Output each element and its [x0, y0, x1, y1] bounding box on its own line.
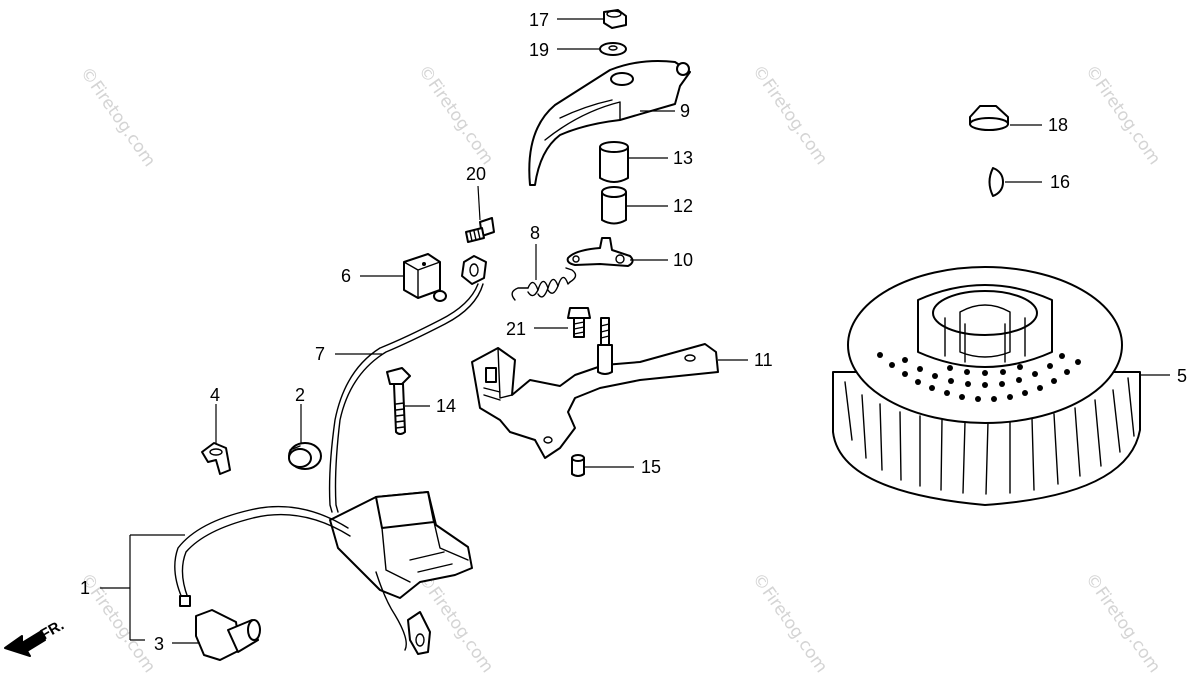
- callout-16: 16: [1050, 172, 1070, 192]
- collar-12-part[interactable]: [601, 186, 627, 225]
- callout-7: 7: [315, 344, 325, 364]
- callout-20: 20: [466, 164, 486, 184]
- callout-labels: 17 19 9 13 12 10 8 21 11 15 20 6 7 14 4 …: [80, 10, 1187, 654]
- leader-lines: [100, 18, 1170, 644]
- ignition-coil-part[interactable]: [329, 491, 473, 655]
- watermark: ©Firetog.com: [76, 63, 159, 170]
- callout-18: 18: [1048, 115, 1068, 135]
- callout-3: 3: [154, 634, 164, 654]
- grommet-2-part[interactable]: [288, 442, 322, 470]
- nut-17-part[interactable]: [603, 9, 627, 29]
- watermark: ©Firetog.com: [748, 61, 831, 168]
- washer-19-part[interactable]: [599, 42, 627, 56]
- flywheel-part[interactable]: [832, 266, 1141, 506]
- bolt-14-part[interactable]: [386, 367, 411, 435]
- bracket-11-part[interactable]: [471, 317, 719, 459]
- callout-9: 9: [680, 101, 690, 121]
- clamp-4-part[interactable]: [201, 442, 231, 475]
- watermark: ©Firetog.com: [1081, 569, 1164, 676]
- key-16-part[interactable]: [988, 167, 1004, 197]
- front-direction-arrow: FR.: [4, 617, 67, 657]
- watermark: ©Firetog.com: [748, 569, 831, 676]
- watermark: ©Firetog.com: [1081, 61, 1164, 168]
- switch-6-part[interactable]: [403, 253, 447, 302]
- callout-15: 15: [641, 457, 661, 477]
- callout-1: 1: [80, 578, 90, 598]
- callout-11: 11: [754, 350, 773, 370]
- nut-18-part[interactable]: [969, 105, 1009, 131]
- callout-13: 13: [673, 148, 693, 168]
- callout-12: 12: [673, 196, 693, 216]
- ground-wire-7-part[interactable]: [328, 255, 487, 513]
- plate-10-part[interactable]: [566, 237, 634, 267]
- callout-6: 6: [341, 266, 351, 286]
- callout-17: 17: [529, 10, 549, 30]
- callout-10: 10: [673, 250, 693, 270]
- callout-5: 5: [1177, 366, 1187, 386]
- watermark: ©Firetog.com: [414, 61, 497, 168]
- callout-19: 19: [529, 40, 549, 60]
- callout-2: 2: [295, 385, 305, 405]
- callout-21: 21: [506, 319, 526, 339]
- spring-8-part[interactable]: [511, 267, 577, 301]
- spark-plug-cap-part[interactable]: [174, 505, 351, 661]
- callout-8: 8: [530, 223, 540, 243]
- callout-4: 4: [210, 385, 220, 405]
- spacer-15-part[interactable]: [571, 454, 585, 477]
- bolt-21-part[interactable]: [567, 307, 591, 338]
- arm-part[interactable]: [528, 60, 691, 186]
- callout-14: 14: [436, 396, 456, 416]
- screw-20-part[interactable]: [465, 217, 495, 243]
- collar-13-part[interactable]: [599, 141, 629, 183]
